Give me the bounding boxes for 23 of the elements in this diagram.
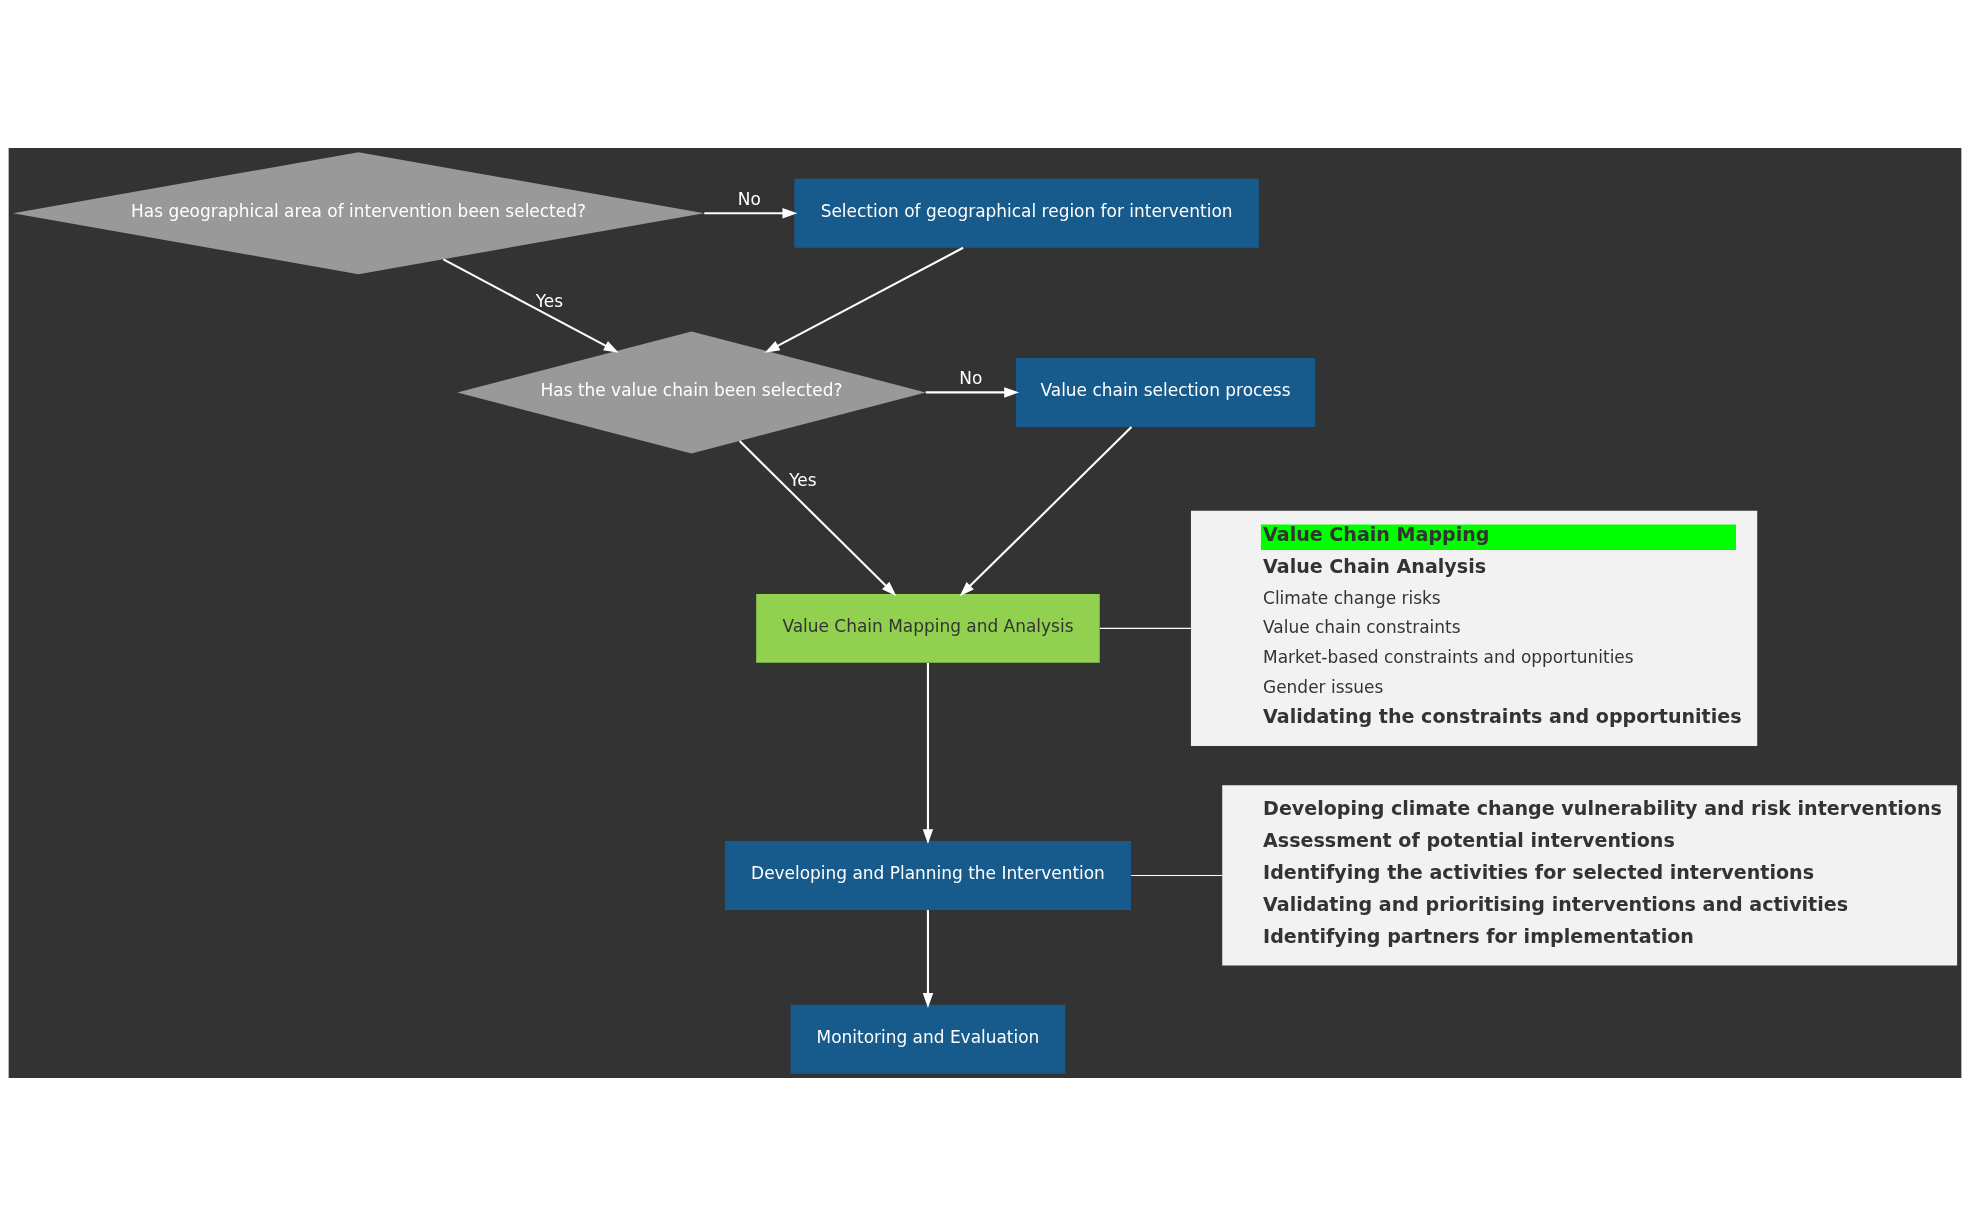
node-box: Value chain selection process: [1016, 357, 1315, 427]
edge-label: Yes: [789, 469, 817, 490]
arrow: [738, 439, 897, 596]
arrow: [925, 386, 1020, 398]
arrow: [922, 909, 934, 1008]
node-box: Value Chain Mapping and Analysis: [756, 593, 1100, 663]
connector: [1099, 627, 1192, 629]
node-box: Monitoring and Evaluation: [790, 1004, 1066, 1074]
node-diamond: Has the value chain been selected?: [457, 330, 926, 453]
node-box: Developing and Planning the Intervention: [724, 840, 1132, 910]
node-box: Selection of geographical region for intervention: [794, 178, 1259, 248]
node-box: Value Chain Mapping Value Chain Analysis Climate change risks Value chain constraints Market-based constraints and opportunities Gender issues Validating the constraints and opportunities: [1190, 510, 1758, 746]
edge-label: No: [959, 367, 983, 388]
node-diamond: Has geographical area of intervention been selected?: [12, 151, 705, 274]
arrow: [959, 425, 1133, 596]
node-box: Developing climate change vulnerability and risk interventions Assessment of potential interventions Identifying the activities for selected interventions Validating and prioritising interventions and activities Identifying partners for implementation: [1222, 784, 1958, 966]
connector: [1130, 874, 1223, 876]
arrow: [922, 662, 934, 844]
arrow: [442, 258, 619, 353]
arrow: [704, 207, 798, 218]
arrow: [764, 246, 964, 353]
edge-label: No: [737, 188, 761, 209]
edge-label: Yes: [535, 290, 564, 311]
